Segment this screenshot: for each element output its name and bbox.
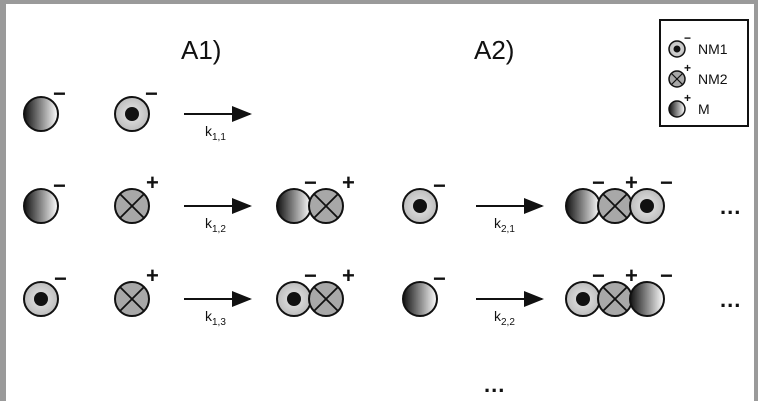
charge-negative: − bbox=[433, 266, 446, 291]
charge-negative: − bbox=[660, 170, 673, 195]
charge-negative: − bbox=[53, 81, 66, 106]
ellipsis: ... bbox=[720, 194, 741, 219]
species-m bbox=[23, 188, 59, 224]
title-a2: A2) bbox=[474, 35, 514, 65]
reaction-diagram: A1) A2) − NM1 + NM2 + M − bbox=[23, 19, 749, 397]
row-1: − − k1,1 bbox=[23, 81, 252, 143]
row-3: − + k1,3 − + − k2,2 bbox=[23, 263, 741, 328]
product-nm1-nm2-m bbox=[565, 281, 665, 317]
legend-nm1-charge: − bbox=[684, 31, 691, 45]
rate-k12: k1,2 bbox=[205, 215, 226, 235]
charge-negative: − bbox=[592, 263, 605, 288]
legend-m-icon bbox=[668, 100, 686, 118]
species-nm2 bbox=[114, 188, 150, 224]
rate-k13: k1,3 bbox=[205, 308, 226, 328]
product-m-nm2-nm1 bbox=[565, 188, 665, 224]
legend-nm1-icon bbox=[668, 40, 686, 58]
ellipsis: ... bbox=[720, 287, 741, 312]
legend-nm2-icon bbox=[668, 70, 686, 88]
charge-positive: + bbox=[625, 170, 638, 195]
product-nm1-nm2 bbox=[276, 281, 344, 317]
charge-positive: + bbox=[342, 170, 355, 195]
charge-negative: − bbox=[145, 81, 158, 106]
ellipsis-bottom: ... bbox=[484, 372, 505, 397]
charge-positive: + bbox=[146, 263, 159, 288]
species-m bbox=[402, 281, 438, 317]
species-m bbox=[23, 96, 59, 132]
charge-negative: − bbox=[433, 173, 446, 198]
legend-m-charge: + bbox=[684, 91, 691, 105]
species-nm1 bbox=[23, 281, 59, 317]
charge-positive: + bbox=[625, 263, 638, 288]
rate-k22: k2,2 bbox=[494, 308, 515, 328]
species-nm1 bbox=[114, 96, 150, 132]
rate-k21: k2,1 bbox=[494, 215, 515, 235]
charge-positive: + bbox=[342, 263, 355, 288]
row-2: − + k1,2 − + − k2,1 bbox=[23, 170, 741, 235]
charge-negative: − bbox=[660, 263, 673, 288]
charge-positive: + bbox=[146, 170, 159, 195]
legend: − NM1 + NM2 + M bbox=[659, 19, 749, 127]
charge-negative: − bbox=[304, 263, 317, 288]
charge-negative: − bbox=[53, 173, 66, 198]
charge-negative: − bbox=[592, 170, 605, 195]
species-nm2 bbox=[114, 281, 150, 317]
legend-m-label: M bbox=[698, 101, 710, 117]
legend-nm2-charge: + bbox=[684, 61, 691, 75]
product-m-nm2 bbox=[276, 188, 344, 224]
rate-k11: k1,1 bbox=[205, 123, 226, 143]
legend-nm2-label: NM2 bbox=[698, 71, 728, 87]
species-nm1 bbox=[402, 188, 438, 224]
charge-negative: − bbox=[54, 266, 67, 291]
legend-nm1-label: NM1 bbox=[698, 41, 728, 57]
charge-negative: − bbox=[304, 170, 317, 195]
title-a1: A1) bbox=[181, 35, 221, 65]
